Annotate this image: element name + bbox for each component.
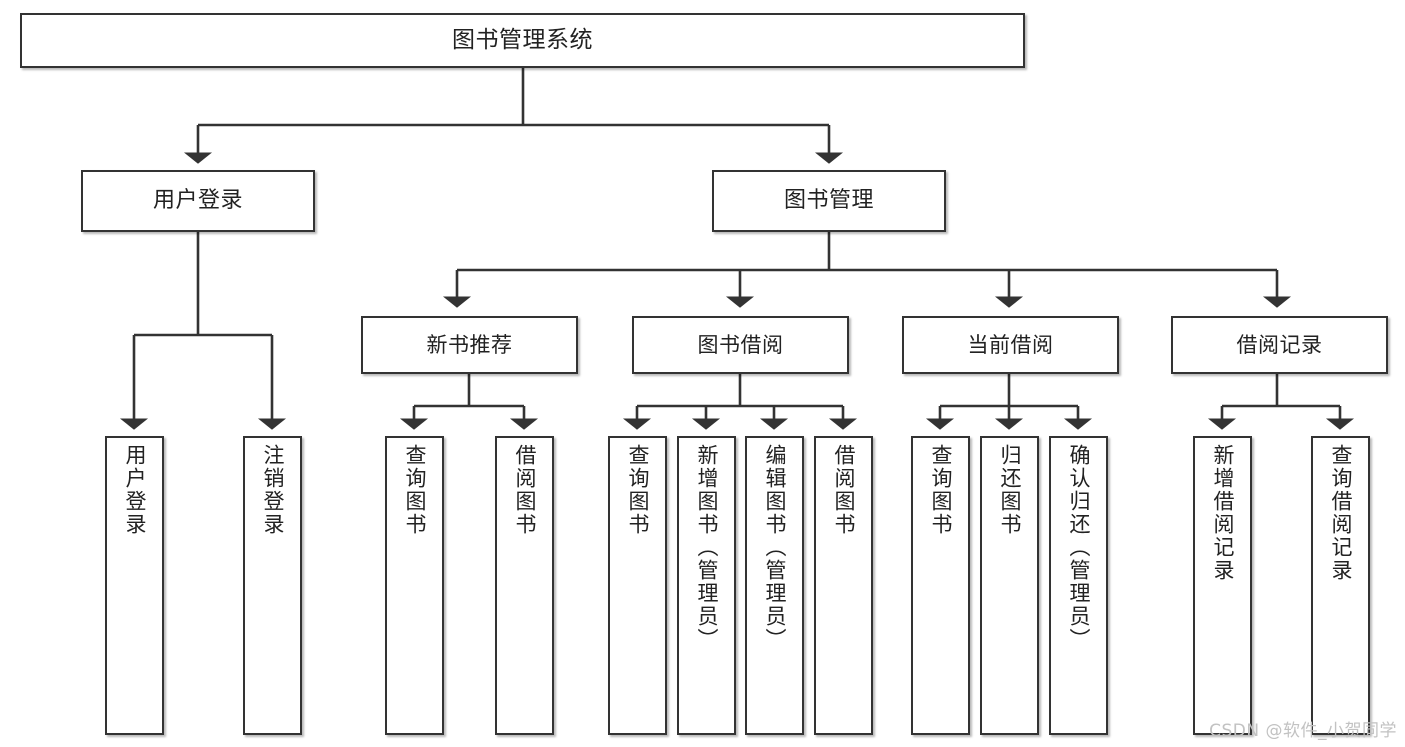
node-label: 用户登录 [152,188,243,214]
node-label: 新书推荐 [426,332,513,357]
node-book-borrow[interactable]: 图书借阅 [632,316,849,374]
leaf-confirm-return-admin[interactable]: 确认归还（管理员） [1049,436,1108,735]
leaf-add-book-admin[interactable]: 新增图书（管理员） [677,436,736,735]
node-label: 查询图书 [929,444,953,536]
node-label: 归还图书 [998,444,1022,536]
watermark: CSDN @软件_小贺同学 [1209,721,1397,741]
node-label: 图书管理 [783,188,874,214]
node-label: 借阅图书 [513,444,537,536]
node-label: 新增图书（管理员） [695,444,719,651]
node-label: 借阅图书 [832,444,856,536]
node-label: 新增借阅记录 [1211,444,1235,582]
node-label: 查询图书 [626,444,650,536]
leaf-query-book-borrow[interactable]: 查询图书 [608,436,667,735]
node-label: 图书管理系统 [452,26,593,53]
leaf-add-borrow-record[interactable]: 新增借阅记录 [1193,436,1252,735]
node-label: 查询借阅记录 [1329,444,1353,582]
leaf-edit-book-admin[interactable]: 编辑图书（管理员） [745,436,804,735]
leaf-query-book-current[interactable]: 查询图书 [911,436,970,735]
leaf-borrow-book[interactable]: 借阅图书 [814,436,873,735]
node-root-library-system[interactable]: 图书管理系统 [20,13,1025,68]
leaf-logout[interactable]: 注销登录 [243,436,302,735]
leaf-return-book[interactable]: 归还图书 [980,436,1039,735]
leaf-user-login[interactable]: 用户登录 [105,436,164,735]
node-book-management[interactable]: 图书管理 [712,170,946,232]
node-label: 确认归还（管理员） [1067,444,1091,651]
leaf-borrow-book-recommend[interactable]: 借阅图书 [495,436,554,735]
node-borrow-record[interactable]: 借阅记录 [1171,316,1388,374]
node-label: 图书借阅 [697,332,784,357]
node-label: 用户登录 [123,444,147,536]
node-user-login[interactable]: 用户登录 [81,170,315,232]
node-label: 当前借阅 [967,332,1054,357]
node-label: 编辑图书（管理员） [763,444,787,651]
node-current-borrow[interactable]: 当前借阅 [902,316,1119,374]
node-label: 查询图书 [403,444,427,536]
node-label: 注销登录 [261,444,285,536]
leaf-query-book-recommend[interactable]: 查询图书 [385,436,444,735]
leaf-query-borrow-record[interactable]: 查询借阅记录 [1311,436,1370,735]
node-new-book-recommend[interactable]: 新书推荐 [361,316,578,374]
node-label: 借阅记录 [1236,332,1323,357]
